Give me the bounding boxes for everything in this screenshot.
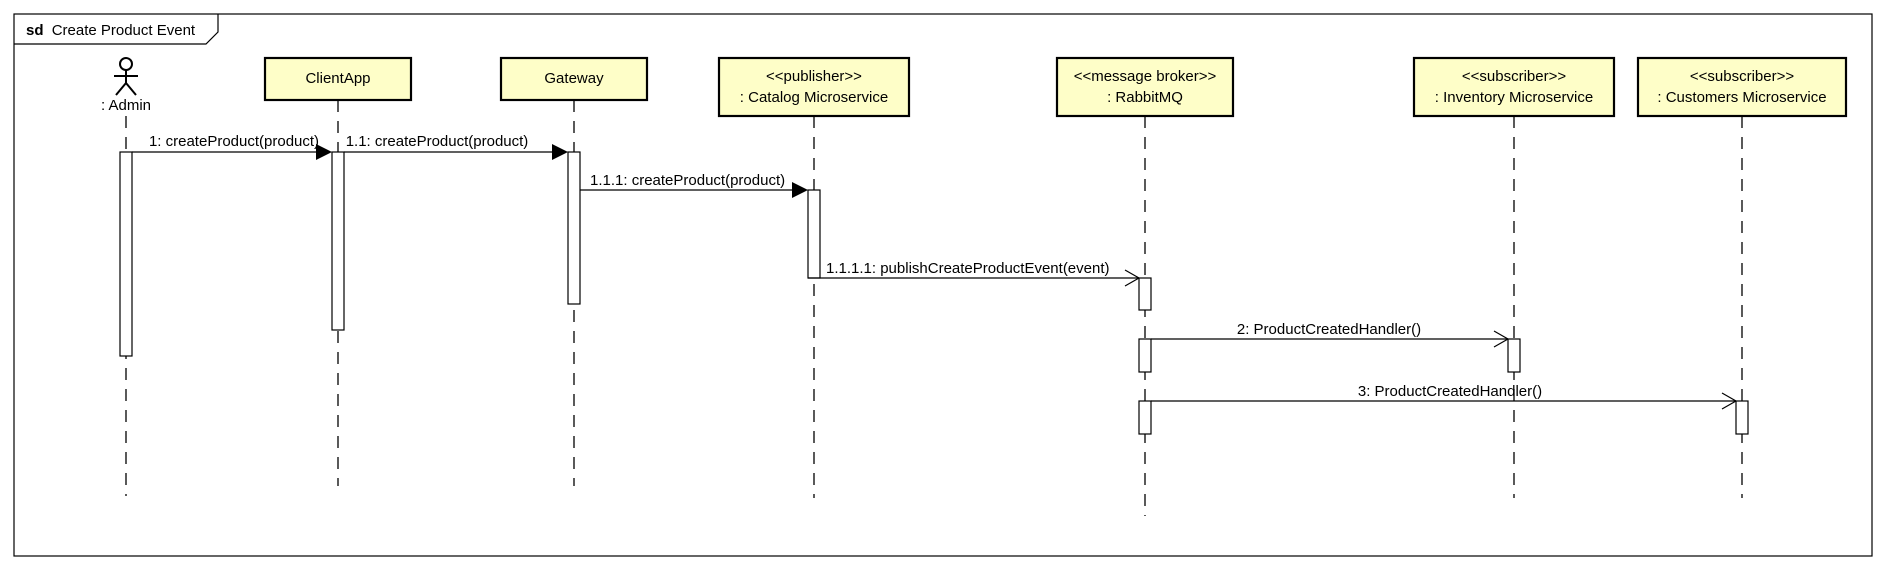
filled-arrowhead-icon bbox=[792, 182, 808, 198]
diagram-frame bbox=[13, 13, 1873, 557]
activation-rabbitmq-3 bbox=[1138, 400, 1152, 435]
message-2: 2: ProductCreatedHandler() bbox=[1151, 321, 1510, 348]
activation-catalog bbox=[807, 189, 821, 279]
participant-box-clientapp bbox=[263, 56, 413, 102]
participant-box-catalog bbox=[717, 56, 911, 118]
message-label: 3: ProductCreatedHandler() bbox=[1358, 383, 1542, 400]
participant-rabbitmq: <<message broker>> : RabbitMQ bbox=[1055, 56, 1235, 118]
participant-clientapp: ClientApp bbox=[263, 56, 413, 102]
message-1-1: 1.1: createProduct(product) bbox=[344, 133, 568, 160]
participant-name-gateway: Gateway bbox=[544, 70, 604, 87]
activation-customers bbox=[1735, 400, 1749, 435]
frame-keyword: sd bbox=[26, 22, 44, 39]
participant-box-rabbitmq bbox=[1055, 56, 1235, 118]
participant-box-customers bbox=[1636, 56, 1848, 118]
participant-name-customers: : Customers Microservice bbox=[1657, 89, 1826, 106]
open-arrowhead-icon bbox=[1721, 392, 1738, 410]
participant-inventory: <<subscriber>> : Inventory Microservice bbox=[1412, 56, 1616, 118]
stick-figure-icon bbox=[114, 57, 138, 96]
actor-admin: : Admin bbox=[101, 57, 151, 114]
participant-stereotype-catalog: <<publisher>> bbox=[766, 68, 862, 85]
message-label: 1.1: createProduct(product) bbox=[346, 133, 529, 150]
participant-stereotype-inventory: <<subscriber>> bbox=[1462, 68, 1566, 85]
filled-arrowhead-icon bbox=[316, 144, 332, 160]
frame-label-tab bbox=[14, 14, 219, 45]
participant-name-catalog: : Catalog Microservice bbox=[740, 89, 888, 106]
filled-arrowhead-icon bbox=[552, 144, 568, 160]
open-arrowhead-icon bbox=[1493, 330, 1510, 348]
participant-name-rabbitmq: : RabbitMQ bbox=[1107, 89, 1183, 106]
message-label: 1.1.1.1: publishCreateProductEvent(event… bbox=[826, 260, 1110, 277]
participant-customers: <<subscriber>> : Customers Microservice bbox=[1636, 56, 1848, 118]
message-label: 1.1.1: createProduct(product) bbox=[590, 172, 785, 189]
participant-box-gateway bbox=[499, 56, 649, 102]
participant-name-admin: : Admin bbox=[101, 97, 151, 114]
message-label: 1: createProduct(product) bbox=[149, 133, 319, 150]
activation-inventory bbox=[1507, 338, 1521, 373]
frame-title: Create Product Event bbox=[52, 22, 196, 39]
participant-name-clientapp: ClientApp bbox=[305, 70, 370, 87]
participant-name-inventory: : Inventory Microservice bbox=[1435, 89, 1593, 106]
participant-stereotype-customers: <<subscriber>> bbox=[1690, 68, 1794, 85]
message-1-1-1: 1.1.1: createProduct(product) bbox=[580, 172, 808, 198]
participant-gateway: Gateway bbox=[499, 56, 649, 102]
message-label: 2: ProductCreatedHandler() bbox=[1237, 321, 1421, 338]
activation-clientapp bbox=[331, 151, 345, 331]
message-1: 1: createProduct(product) bbox=[132, 133, 332, 160]
participant-stereotype-rabbitmq: <<message broker>> bbox=[1074, 68, 1217, 85]
participant-box-inventory bbox=[1412, 56, 1616, 118]
message-3: 3: ProductCreatedHandler() bbox=[1151, 383, 1738, 410]
frame-label: sd Create Product Event bbox=[26, 22, 196, 39]
message-1-1-1-1: 1.1.1.1: publishCreateProductEvent(event… bbox=[808, 260, 1141, 287]
activation-rabbitmq-1 bbox=[1138, 277, 1152, 311]
participant-catalog: <<publisher>> : Catalog Microservice bbox=[717, 56, 911, 118]
activation-gateway bbox=[567, 151, 581, 305]
activation-admin bbox=[119, 151, 133, 357]
open-arrowhead-icon bbox=[1124, 269, 1141, 287]
activation-rabbitmq-2 bbox=[1138, 338, 1152, 373]
